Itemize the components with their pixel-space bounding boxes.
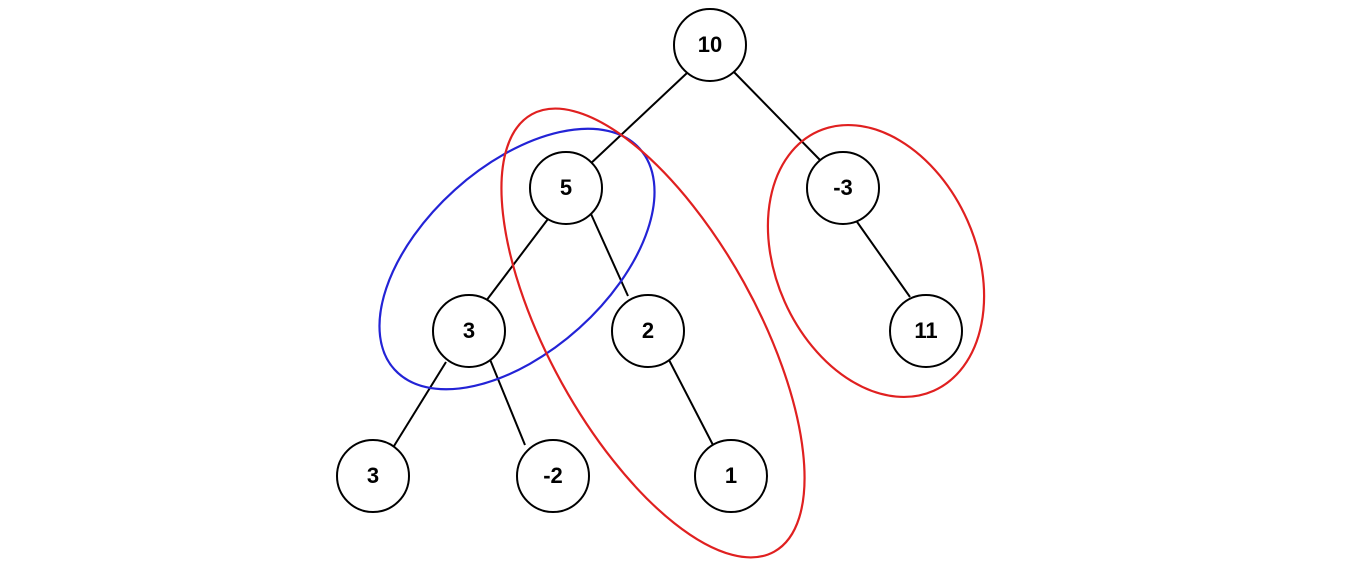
node-circle — [432, 294, 506, 368]
node-label: -3 — [833, 175, 853, 200]
edge-10-minus3 — [730, 68, 821, 161]
edge-2-1 — [667, 357, 714, 446]
node-5: 5 — [529, 151, 603, 225]
node-minus2: -2 — [516, 439, 590, 513]
highlight-ellipse-red-left — [500, 107, 806, 559]
node-minus3: -3 — [806, 151, 880, 225]
highlights-group — [378, 107, 986, 559]
node-circle — [673, 8, 747, 82]
highlight-ellipse-red-right — [766, 123, 986, 399]
node-3-leaf: 3 — [336, 439, 410, 513]
edge-10-5 — [587, 72, 688, 167]
node-circle — [694, 439, 768, 513]
node-circle — [529, 151, 603, 225]
edges-group — [393, 68, 911, 447]
node-1: 1 — [694, 439, 768, 513]
node-label: 3 — [463, 318, 475, 343]
node-label: 2 — [642, 318, 654, 343]
node-label: 5 — [560, 175, 572, 200]
node-label: 1 — [725, 463, 737, 488]
node-10: 10 — [673, 8, 747, 82]
edge-minus3-11 — [854, 218, 911, 298]
edge-5-2 — [590, 213, 629, 297]
node-label: 11 — [914, 318, 937, 343]
node-11: 11 — [889, 294, 963, 368]
node-circle — [516, 439, 590, 513]
edge-5-3 — [485, 214, 552, 302]
edge-3-minus2 — [488, 356, 526, 446]
node-circle — [889, 294, 963, 368]
edge-3-3 — [393, 361, 447, 447]
node-label: 10 — [698, 32, 722, 57]
node-label: -2 — [543, 463, 563, 488]
node-label: 3 — [367, 463, 379, 488]
node-circle — [336, 439, 410, 513]
node-3-inner: 3 — [432, 294, 506, 368]
node-circle — [806, 151, 880, 225]
node-2: 2 — [611, 294, 685, 368]
node-circle — [611, 294, 685, 368]
